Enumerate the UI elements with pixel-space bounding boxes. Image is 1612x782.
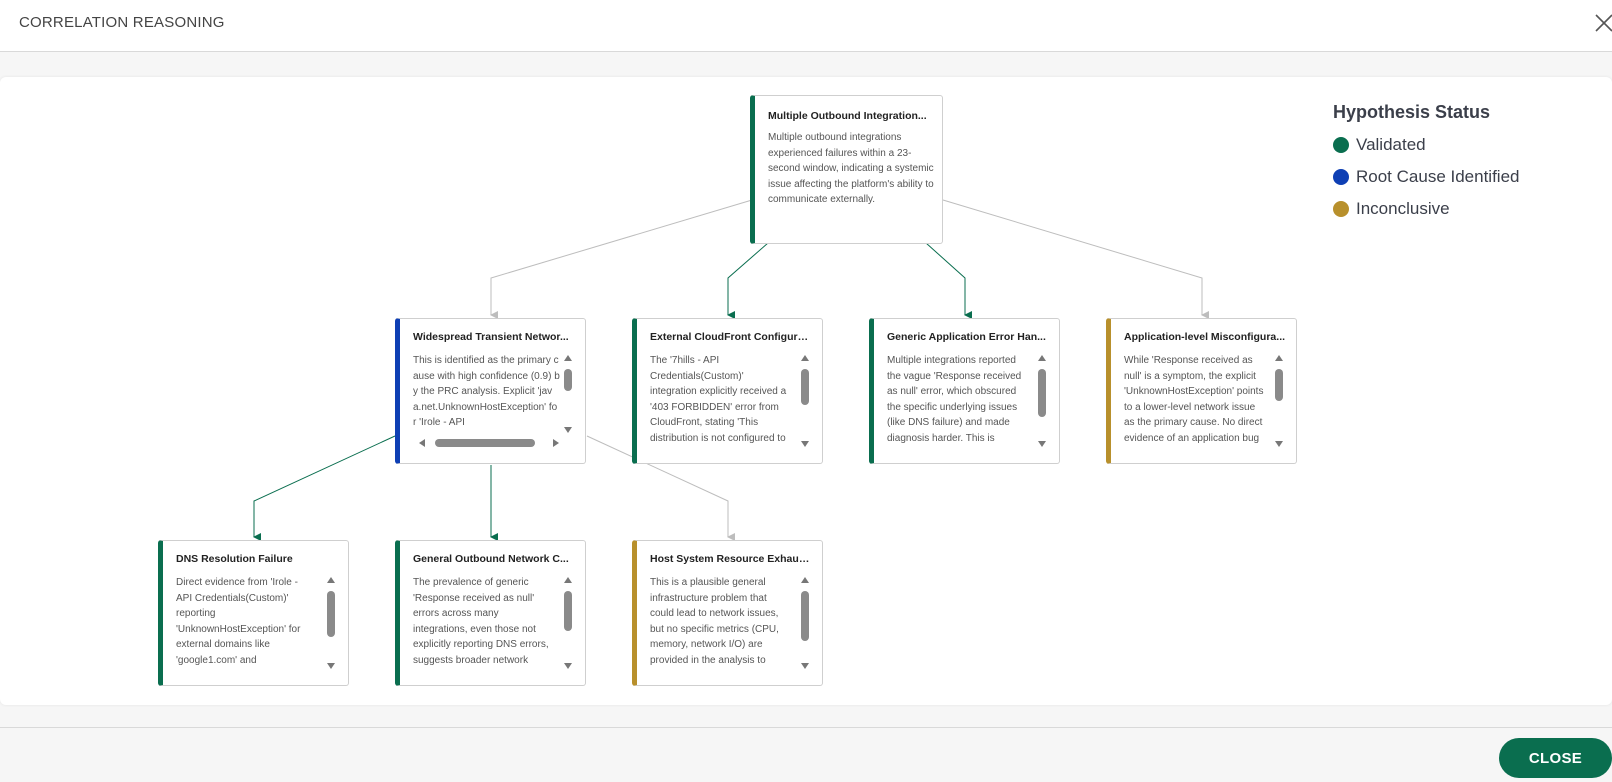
vertical-scrollbar[interactable] bbox=[800, 355, 810, 447]
close-button[interactable]: CLOSE bbox=[1499, 738, 1612, 778]
horizontal-scrollbar[interactable] bbox=[419, 438, 559, 448]
legend-label: Root Cause Identified bbox=[1356, 167, 1520, 186]
hypothesis-node-generic-application-error[interactable]: Generic Application Error Han... Multipl… bbox=[869, 318, 1060, 464]
scroll-down-icon[interactable] bbox=[564, 427, 572, 433]
vertical-scrollbar[interactable] bbox=[800, 577, 810, 669]
node-title: General Outbound Network C... bbox=[413, 553, 569, 565]
vertical-scrollbar[interactable] bbox=[563, 355, 573, 433]
scroll-thumb[interactable] bbox=[801, 591, 809, 641]
scroll-down-icon[interactable] bbox=[564, 663, 572, 669]
scroll-thumb[interactable] bbox=[564, 369, 572, 391]
hypothesis-node-host-system-resource[interactable]: Host System Resource Exhaus... This is a… bbox=[632, 540, 823, 686]
node-description: Direct evidence from 'Irole - API Creden… bbox=[176, 577, 301, 671]
legend-item-validated: Validated bbox=[1333, 129, 1520, 161]
node-description: Multiple outbound integrations experienc… bbox=[768, 132, 934, 206]
hypothesis-node-dns-resolution-failure[interactable]: DNS Resolution Failure Direct evidence f… bbox=[158, 540, 349, 686]
legend-item-inconclusive: Inconclusive bbox=[1333, 193, 1520, 225]
scroll-up-icon[interactable] bbox=[801, 577, 809, 583]
scroll-up-icon[interactable] bbox=[327, 577, 335, 583]
hypothesis-node-widespread-transient-network[interactable]: Widespread Transient Networ... This is i… bbox=[395, 318, 586, 464]
scroll-up-icon[interactable] bbox=[564, 577, 572, 583]
vertical-scrollbar[interactable] bbox=[1274, 355, 1284, 447]
node-description: While 'Response received as null' is a s… bbox=[1124, 355, 1264, 449]
node-title: Application-level Misconfigura... bbox=[1124, 331, 1286, 343]
legend-item-root-cause: Root Cause Identified bbox=[1333, 161, 1520, 193]
hypothesis-node-general-outbound-network[interactable]: General Outbound Network C... The preval… bbox=[395, 540, 586, 686]
scroll-thumb[interactable] bbox=[801, 369, 809, 405]
close-icon[interactable] bbox=[1593, 12, 1612, 34]
hypothesis-status-legend: Hypothesis Status Validated Root Cause I… bbox=[1333, 102, 1520, 225]
scroll-thumb[interactable] bbox=[327, 591, 335, 637]
node-title: DNS Resolution Failure bbox=[176, 553, 293, 565]
hypothesis-node-application-misconfiguration[interactable]: Application-level Misconfigura... While … bbox=[1106, 318, 1297, 464]
node-title: Host System Resource Exhaus... bbox=[650, 553, 812, 565]
node-description: This is a plausible general infrastructu… bbox=[650, 577, 779, 671]
scroll-thumb[interactable] bbox=[435, 439, 535, 447]
scroll-thumb[interactable] bbox=[564, 591, 572, 631]
root-cause-dot-icon bbox=[1333, 169, 1349, 185]
inconclusive-dot-icon bbox=[1333, 201, 1349, 217]
dialog-header: CORRELATION REASONING bbox=[0, 0, 1612, 52]
legend-label: Validated bbox=[1356, 135, 1426, 154]
validated-dot-icon bbox=[1333, 137, 1349, 153]
scroll-down-icon[interactable] bbox=[801, 441, 809, 447]
node-description: Multiple integrations reported the vague… bbox=[887, 355, 1022, 449]
dialog-title: CORRELATION REASONING bbox=[19, 14, 225, 31]
hypothesis-node-root[interactable]: Multiple Outbound Integration... Multipl… bbox=[750, 95, 943, 244]
vertical-scrollbar[interactable] bbox=[563, 577, 573, 669]
scroll-up-icon[interactable] bbox=[1275, 355, 1283, 361]
close-icon-glyph bbox=[1595, 14, 1612, 32]
legend-label: Inconclusive bbox=[1356, 199, 1450, 218]
hypothesis-node-external-cloudfront[interactable]: External CloudFront Configura... The '7h… bbox=[632, 318, 823, 464]
scroll-left-icon[interactable] bbox=[419, 439, 425, 447]
node-title: External CloudFront Configura... bbox=[650, 331, 812, 343]
legend-title: Hypothesis Status bbox=[1333, 102, 1491, 122]
scroll-up-icon[interactable] bbox=[1038, 355, 1046, 361]
vertical-scrollbar[interactable] bbox=[1037, 355, 1047, 447]
node-title: Widespread Transient Networ... bbox=[413, 331, 569, 343]
scroll-down-icon[interactable] bbox=[327, 663, 335, 669]
scroll-right-icon[interactable] bbox=[553, 439, 559, 447]
scroll-down-icon[interactable] bbox=[1275, 441, 1283, 447]
node-description: The prevalence of generic 'Response rece… bbox=[413, 577, 549, 671]
scroll-up-icon[interactable] bbox=[801, 355, 809, 361]
scroll-down-icon[interactable] bbox=[801, 663, 809, 669]
scroll-thumb[interactable] bbox=[1038, 369, 1046, 417]
node-description: This is identified as the primary cause … bbox=[413, 355, 560, 429]
dialog-footer: CLOSE bbox=[0, 727, 1612, 782]
vertical-scrollbar[interactable] bbox=[326, 577, 336, 669]
node-title: Generic Application Error Han... bbox=[887, 331, 1046, 343]
node-description: The '7hills - API Credentials(Custom)' i… bbox=[650, 355, 787, 449]
node-title: Multiple Outbound Integration... bbox=[768, 110, 927, 122]
scroll-down-icon[interactable] bbox=[1038, 441, 1046, 447]
scroll-thumb[interactable] bbox=[1275, 369, 1283, 401]
scroll-up-icon[interactable] bbox=[564, 355, 572, 361]
